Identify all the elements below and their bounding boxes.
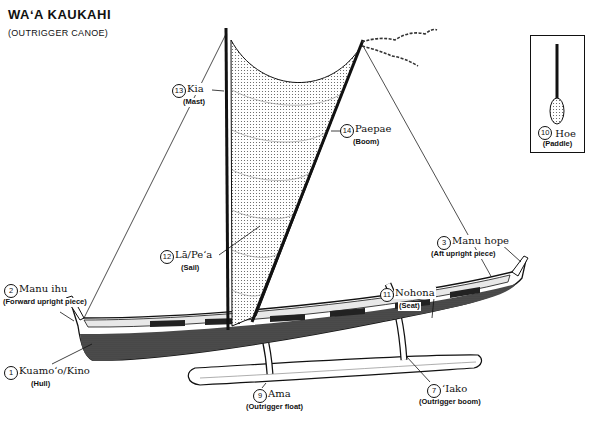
part-name: Kia [186, 83, 205, 95]
part-name: Ama [267, 388, 292, 400]
part-name: Paepae [354, 123, 392, 135]
part-gloss: (Mast) [182, 98, 206, 107]
part-gloss: (Outrigger float) [245, 403, 304, 412]
part-name: Manu ihu [18, 283, 68, 295]
callout-number: 14 [340, 124, 354, 138]
part-gloss: (Forward upright piece) [2, 298, 88, 307]
part-name: Lā/Peʻa [174, 249, 213, 261]
callout-number: 11 [380, 288, 394, 302]
label-row: 10Hoe [538, 126, 577, 140]
title: WAʻA KAUKAHI [8, 8, 111, 23]
callout-number: 13 [172, 84, 186, 98]
boom [252, 40, 363, 322]
mast [226, 28, 228, 330]
part-gloss: (Boom) [352, 138, 380, 147]
callout-number: 2 [4, 284, 18, 298]
part-gloss: (Paddle) [542, 140, 574, 149]
outrigger-float [188, 355, 481, 385]
callout-number: 10 [538, 126, 552, 140]
part-gloss: (Seat) [398, 302, 421, 311]
callout-number: 1 [4, 366, 18, 380]
streamer [362, 46, 418, 66]
streamer [362, 30, 437, 43]
part-name: Nohona [394, 287, 436, 299]
paddle-blade [550, 98, 564, 124]
part-name: Manu hope [451, 235, 510, 247]
callout-number: 7 [427, 384, 441, 398]
gunwale [84, 275, 510, 327]
part-name: Hoe [554, 128, 577, 140]
callout-number: 3 [437, 236, 451, 250]
stern-piece [512, 256, 528, 276]
callout-number: 9 [253, 389, 267, 403]
callout-number: 12 [160, 250, 174, 264]
inset-box: 10Hoe(Paddle) [530, 35, 585, 153]
leader-lines [52, 90, 521, 388]
part-gloss: (Outrigger boom) [418, 398, 482, 407]
part-gloss: (Sail) [180, 264, 200, 273]
part-name: ʻIako [441, 383, 468, 395]
part-name: Kuamoʻo/Kino [18, 365, 91, 377]
subtitle: (OUTRIGGER CANOE) [8, 28, 108, 38]
seat-rows [150, 287, 480, 327]
part-gloss: (Hull) [30, 380, 51, 389]
paddle-shaft [556, 44, 559, 100]
sail [231, 40, 360, 326]
stay-line [84, 34, 226, 318]
part-gloss: (Aft upright piece) [430, 250, 497, 259]
hull [70, 260, 526, 360]
